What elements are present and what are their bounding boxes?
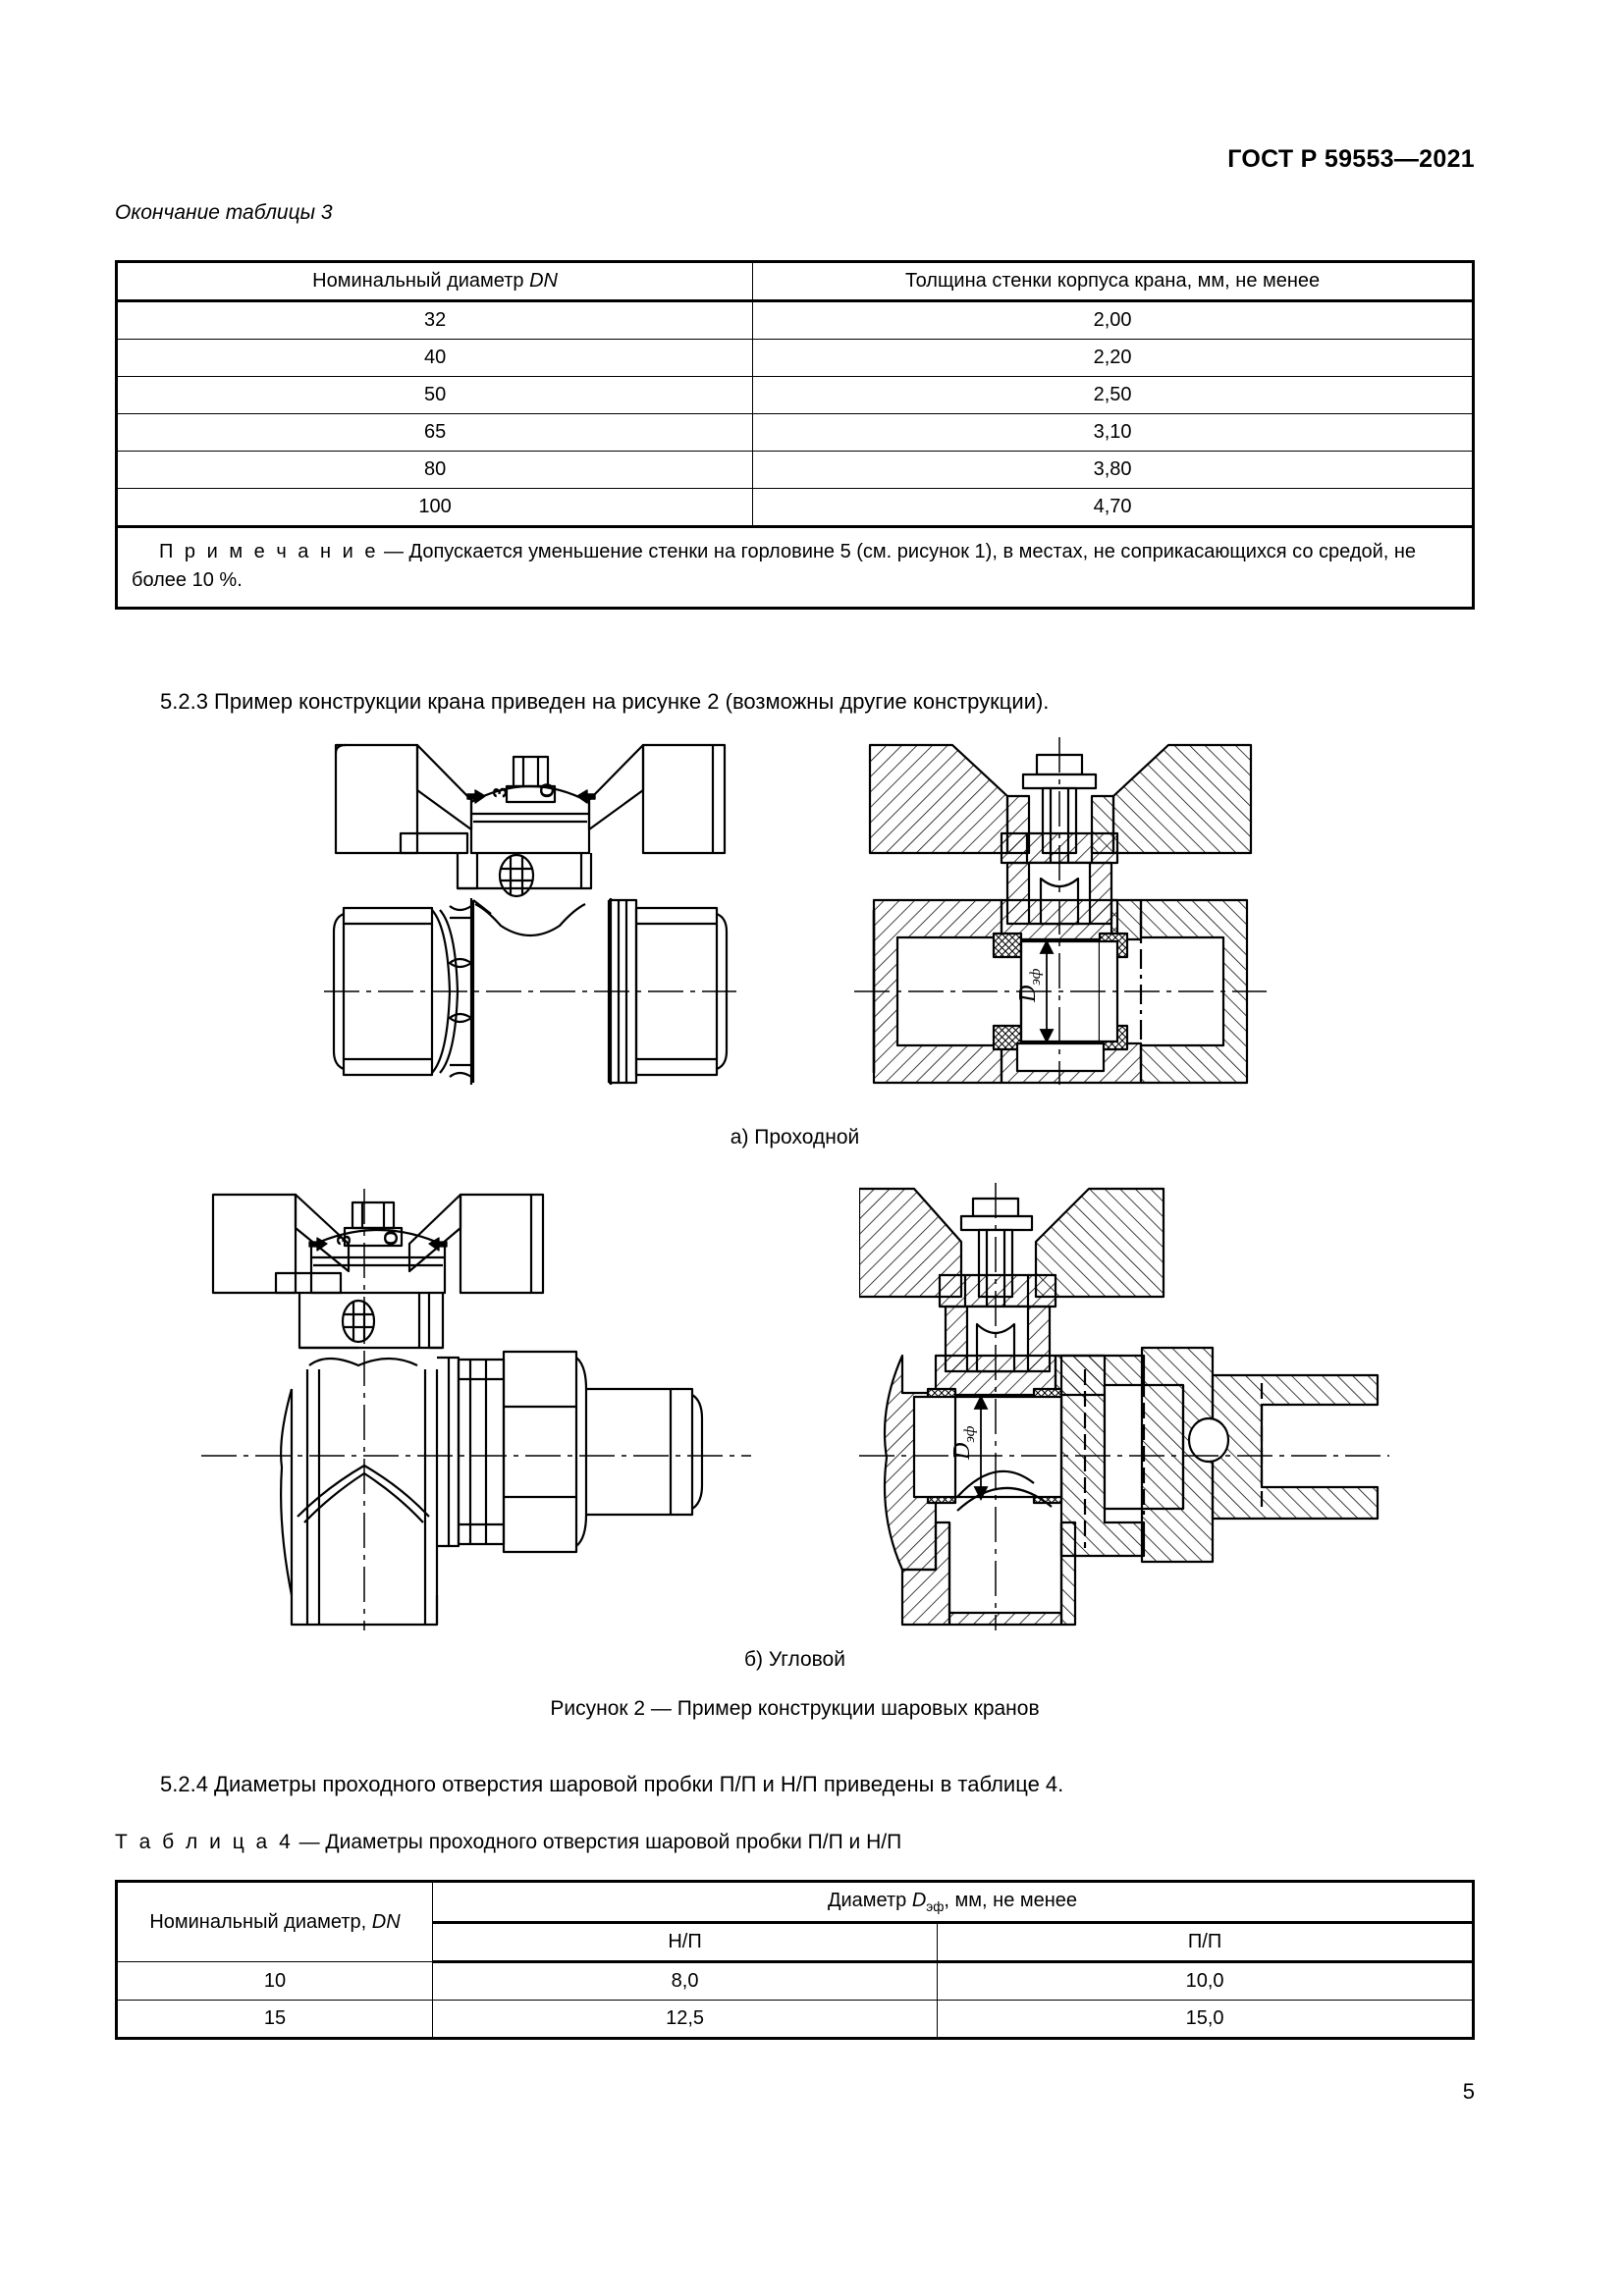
dimension-line-deff bbox=[973, 1394, 988, 1502]
table-row: 65 3,10 bbox=[115, 413, 1474, 452]
standard-number-header: ГОСТ Р 59553—2021 bbox=[1227, 145, 1475, 173]
table3-cell-dn: 100 bbox=[115, 488, 754, 528]
table-row: 15 12,5 15,0 bbox=[116, 2000, 1474, 2039]
d-subscript: эф bbox=[926, 1899, 945, 1914]
table3-wrapper: Номинальный диаметр DN Толщина стенки ко… bbox=[115, 260, 1475, 610]
table3-cell-thickness: 4,70 bbox=[752, 488, 1474, 528]
table4-caption: Т а б л и ц а 4 — Диаметры проходного от… bbox=[115, 1829, 1475, 1856]
table-row: 32 2,00 bbox=[115, 299, 1474, 340]
table3-cell-thickness: 2,00 bbox=[752, 299, 1474, 340]
table4: Номинальный диаметр, DN Диаметр Dэф, мм,… bbox=[115, 1880, 1475, 2040]
dimension-label-deff: Dэф bbox=[1015, 968, 1044, 1003]
table4-wrapper: Номинальный диаметр, DN Диаметр Dэф, мм,… bbox=[115, 1880, 1475, 2040]
table3-body: 32 2,00 40 2,20 50 2,50 65 3,10 80 3,8 bbox=[115, 299, 1474, 609]
table3-cell-thickness: 2,50 bbox=[752, 376, 1474, 414]
figure2-caption-a: а) Проходной bbox=[730, 1126, 860, 1148]
table3-col-header-thickness: Толщина стенки корпуса крана, мм, не мен… bbox=[752, 261, 1474, 301]
table-row: 50 2,50 bbox=[115, 376, 1474, 414]
table4-col-header-dn: Номинальный диаметр, DN bbox=[116, 1881, 433, 1962]
note-text: — Допускается уменьшение стенки на горло… bbox=[132, 541, 1417, 591]
ball-valve-angle-exterior-drawing: 3 O bbox=[200, 1189, 751, 1630]
table3-note-row: П р и м е ч а н и е — Допускается уменьш… bbox=[116, 526, 1474, 609]
svg-text:3: 3 bbox=[334, 1235, 355, 1246]
clause-523-wrapper: 5.2.3 Пример конструкции крана приведен … bbox=[115, 687, 1475, 717]
figure2-caption-main: Рисунок 2 — Пример конструкции шаровых к… bbox=[550, 1697, 1040, 1720]
table3-note: П р и м е ч а н и е — Допускается уменьш… bbox=[116, 526, 1474, 609]
table4-caption-label: Т а б л и ц а 4 bbox=[115, 1831, 294, 1853]
dn-symbol: DN bbox=[371, 1910, 401, 1933]
ball-valve-angle-section-drawing: Dэф bbox=[858, 1183, 1389, 1630]
table3-header-row: Номинальный диаметр DN Толщина стенки ко… bbox=[115, 261, 1474, 301]
table4-cell-dn: 15 bbox=[116, 2000, 433, 2039]
table3-cell-dn: 32 bbox=[115, 299, 754, 340]
clause-524-wrapper: 5.2.4 Диаметры проходного отверстия шаро… bbox=[115, 1770, 1475, 1799]
note-label: П р и м е ч а н и е bbox=[159, 541, 379, 562]
svg-text:3: 3 bbox=[490, 787, 512, 798]
table3-cell-dn: 80 bbox=[115, 451, 754, 489]
table3-cell-thickness: 2,20 bbox=[752, 339, 1474, 377]
table3-cell-dn: 40 bbox=[115, 339, 754, 377]
table4-caption-wrapper: Т а б л и ц а 4 — Диаметры проходного от… bbox=[115, 1829, 1475, 1856]
table-row: 10 8,0 10,0 bbox=[116, 1961, 1474, 2001]
table4-header-row-1: Номинальный диаметр, DN Диаметр Dэф, мм,… bbox=[116, 1881, 1474, 1962]
table3-cell-thickness: 3,10 bbox=[752, 413, 1474, 452]
table4-col-header-pp: П/П bbox=[937, 1922, 1474, 1963]
table4-caption-text: — Диаметры проходного отверстия шаровой … bbox=[293, 1831, 902, 1853]
table4-header-row-2: Н/П П/П bbox=[117, 1922, 1474, 1963]
table3-caption-wrapper: Окончание таблицы 3 bbox=[115, 201, 1475, 225]
table3-caption: Окончание таблицы 3 bbox=[115, 201, 333, 224]
table4-col-header-np: Н/П bbox=[431, 1922, 939, 1963]
ball-valve-straight-exterior-drawing: 3 O bbox=[323, 743, 736, 1085]
table3-cell-dn: 50 bbox=[115, 376, 754, 414]
svg-text:O: O bbox=[381, 1230, 403, 1246]
table4-cell-np: 8,0 bbox=[431, 1961, 939, 2001]
table4-cell-pp: 10,0 bbox=[937, 1961, 1474, 2001]
figure2-caption-b: б) Угловой bbox=[744, 1648, 845, 1671]
clause-523: 5.2.3 Пример конструкции крана приведен … bbox=[160, 689, 1050, 714]
dn-symbol: DN bbox=[529, 270, 558, 292]
table4-col-header-group-diameter: Диаметр Dэф, мм, не менее bbox=[432, 1881, 1474, 1924]
table3-cell-dn: 65 bbox=[115, 413, 754, 452]
table-row: 40 2,20 bbox=[115, 339, 1474, 377]
table4-cell-pp: 15,0 bbox=[937, 2000, 1474, 2039]
table4-cell-dn: 10 bbox=[116, 1961, 433, 2001]
table4-cell-np: 12,5 bbox=[431, 2000, 939, 2039]
page-number: 5 bbox=[1462, 2079, 1475, 2104]
d-symbol: D bbox=[911, 1890, 927, 1911]
table3-cell-thickness: 3,80 bbox=[752, 451, 1474, 489]
figure2-part-a: 3 O bbox=[115, 731, 1475, 1149]
ball-valve-straight-section-drawing: Dэф bbox=[853, 737, 1267, 1085]
svg-text:O: O bbox=[537, 782, 559, 798]
figure2-part-b: 3 O bbox=[115, 1173, 1475, 1721]
table-row: 80 3,80 bbox=[115, 451, 1474, 489]
table-row: 100 4,70 bbox=[115, 488, 1474, 528]
table3: Номинальный диаметр DN Толщина стенки ко… bbox=[115, 260, 1475, 610]
clause-524: 5.2.4 Диаметры проходного отверстия шаро… bbox=[160, 1772, 1064, 1796]
table3-col-header-dn: Номинальный диаметр DN bbox=[115, 261, 754, 301]
table4-body: 10 8,0 10,0 15 12,5 15,0 bbox=[116, 1961, 1474, 2039]
